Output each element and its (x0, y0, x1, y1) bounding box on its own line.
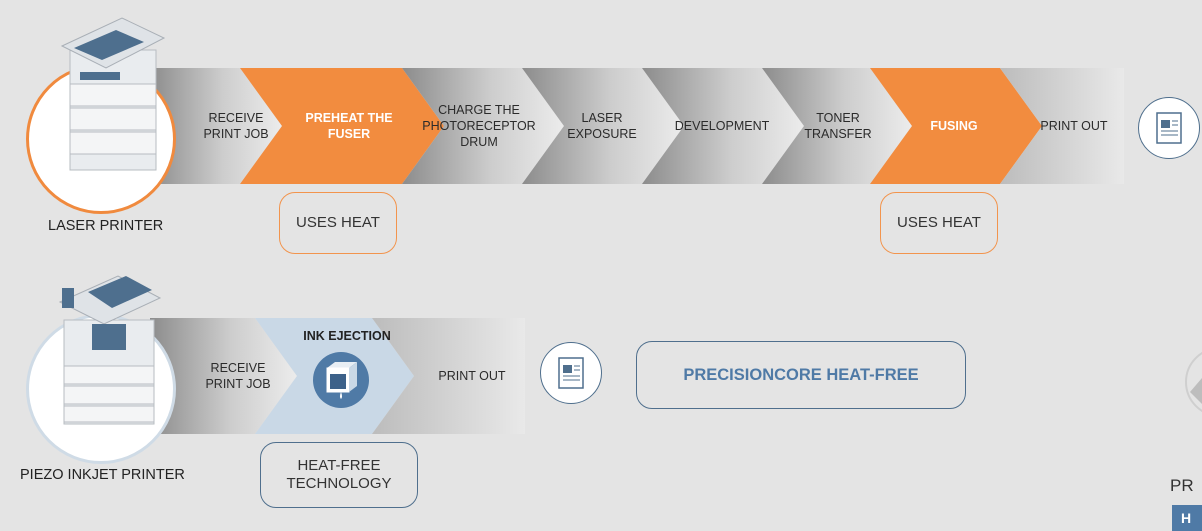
laser-step-charge: CHARGE THE PHOTORECEPTOR DRUM (422, 103, 536, 149)
edge-circle (1185, 351, 1202, 413)
laser-chevrons (150, 68, 1124, 184)
laser-step-fusing: FUSING (930, 119, 978, 133)
laser-step-preheat: PREHEAT THE FUSER (305, 111, 393, 141)
laser-chevron-3 (402, 68, 564, 184)
laser-document-circle (1138, 97, 1200, 159)
inkjet-step-printout: PRINT OUT (438, 369, 506, 383)
laser-chevron-2 (240, 68, 444, 184)
edge-chevron-hint (1190, 378, 1202, 404)
ink-cartridge-icon (326, 362, 357, 399)
laser-printer-label: LASER PRINTER (48, 218, 164, 234)
corner-logo-text: PR (1170, 476, 1194, 495)
laser-chevron-7 (870, 68, 1042, 184)
inkjet-step-receive: RECEIVE PRINT JOB (205, 361, 271, 391)
laser-step-development: DEVELOPMENT (674, 119, 770, 133)
uses-heat-badge-1: USES HEAT (279, 192, 397, 254)
corner-logo-badge: H (1172, 505, 1202, 531)
inkjet-printer-icon (58, 275, 162, 425)
laser-printer-icon (60, 17, 166, 171)
laser-step-exposure: LASER EXPOSURE (567, 111, 637, 141)
laser-chevron-1 (150, 68, 282, 184)
heat-free-technology-badge: HEAT-FREE TECHNOLOGY (260, 442, 418, 508)
inkjet-printer-label: PIEZO INKJET PRINTER (20, 467, 185, 483)
precisioncore-heat-free-callout: PRECISIONCORE HEAT-FREE (636, 341, 966, 409)
inkjet-step-ink-ejection: INK EJECTION (303, 329, 391, 343)
uses-heat-badge-2: USES HEAT (880, 192, 998, 254)
laser-chevron-8 (1000, 68, 1124, 184)
inkjet-chevron-1 (150, 318, 297, 434)
document-icon (558, 357, 584, 389)
laser-step-receive: RECEIVE PRINT JOB (203, 111, 269, 141)
document-icon (1156, 112, 1182, 144)
corner-logo-badge-text: H (1181, 510, 1192, 526)
inkjet-chevron-3 (372, 318, 525, 434)
laser-chevron-5 (642, 68, 804, 184)
laser-step-printout: PRINT OUT (1040, 119, 1108, 133)
laser-chevron-6 (762, 68, 912, 184)
laser-step-transfer: TONER TRANSFER (804, 111, 872, 141)
laser-chevron-4 (522, 68, 684, 184)
inkjet-chevrons (150, 318, 525, 434)
inkjet-document-circle (540, 342, 602, 404)
